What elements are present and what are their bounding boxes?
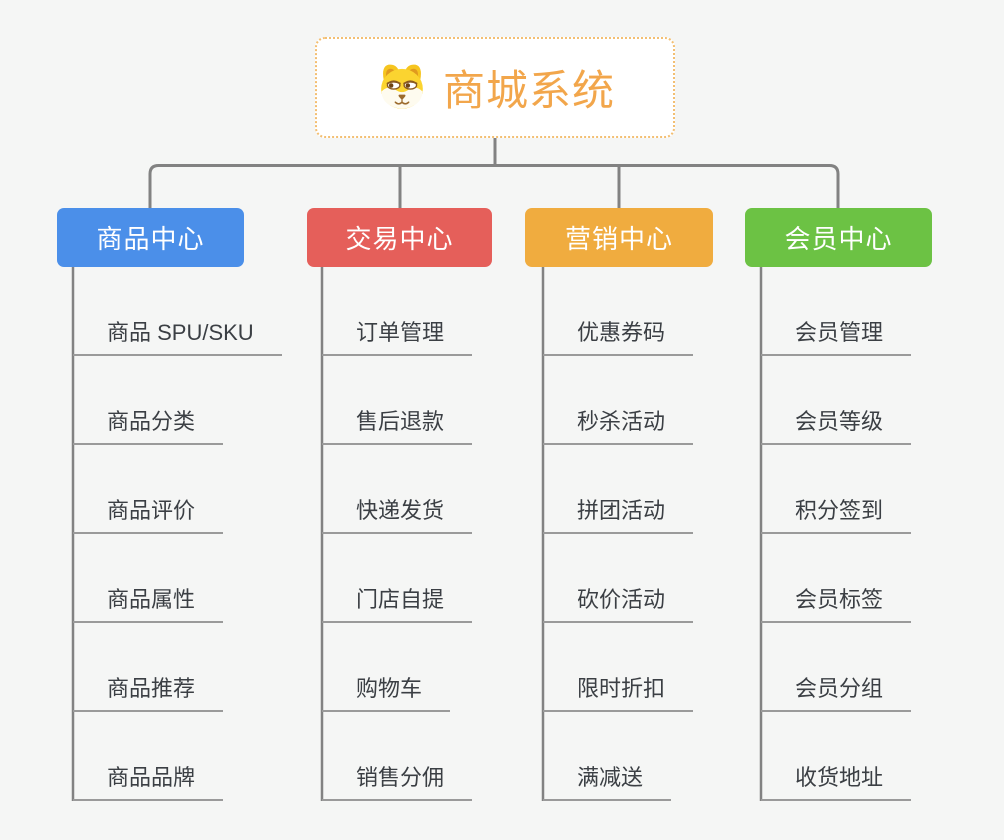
leaf-node[interactable]: 购物车 xyxy=(322,623,451,712)
leaf-node[interactable]: 收货地址 xyxy=(761,712,912,801)
branch-children-marketing-center: 优惠券码 秒杀活动 拼团活动 砍价活动 限时折扣 满减送 xyxy=(543,267,694,801)
leaf-node[interactable]: 满减送 xyxy=(543,712,672,801)
branch-node-marketing-center[interactable]: 营销中心 xyxy=(525,208,713,267)
leaf-node[interactable]: 门店自提 xyxy=(322,534,473,623)
branch-node-trade-center[interactable]: 交易中心 xyxy=(307,208,492,267)
branch-children-product-center: 商品 SPU/SKU 商品分类 商品评价 商品属性 商品推荐 商品品牌 xyxy=(73,267,282,801)
leaf-node[interactable]: 拼团活动 xyxy=(543,445,694,534)
leaf-node[interactable]: 快递发货 xyxy=(322,445,473,534)
root-node-mall-system[interactable]: 商城系统 xyxy=(315,37,675,138)
branch-node-member-center[interactable]: 会员中心 xyxy=(745,208,932,267)
leaf-node[interactable]: 商品评价 xyxy=(73,445,224,534)
branch-node-product-center[interactable]: 商品中心 xyxy=(57,208,244,267)
leaf-node[interactable]: 售后退款 xyxy=(322,356,473,445)
leaf-node[interactable]: 商品分类 xyxy=(73,356,224,445)
leaf-node[interactable]: 优惠券码 xyxy=(543,267,694,356)
leaf-node[interactable]: 会员管理 xyxy=(761,267,912,356)
leaf-node[interactable]: 销售分佣 xyxy=(322,712,473,801)
leaf-node[interactable]: 限时折扣 xyxy=(543,623,694,712)
leaf-node[interactable]: 商品属性 xyxy=(73,534,224,623)
leaf-node[interactable]: 订单管理 xyxy=(322,267,473,356)
leaf-node[interactable]: 会员等级 xyxy=(761,356,912,445)
leaf-node[interactable]: 会员标签 xyxy=(761,534,912,623)
leaf-node[interactable]: 商品 SPU/SKU xyxy=(73,267,282,356)
leaf-node[interactable]: 秒杀活动 xyxy=(543,356,694,445)
shiba-dog-icon xyxy=(375,63,429,113)
root-title: 商城系统 xyxy=(442,67,615,114)
leaf-node[interactable]: 商品品牌 xyxy=(73,712,224,801)
leaf-node[interactable]: 会员分组 xyxy=(761,623,912,712)
leaf-node[interactable]: 商品推荐 xyxy=(73,623,224,712)
leaf-node[interactable]: 砍价活动 xyxy=(543,534,694,623)
leaf-node[interactable]: 积分签到 xyxy=(761,445,912,534)
branch-children-member-center: 会员管理 会员等级 积分签到 会员标签 会员分组 收货地址 xyxy=(761,267,912,801)
branch-children-trade-center: 订单管理 售后退款 快递发货 门店自提 购物车 销售分佣 xyxy=(322,267,473,801)
